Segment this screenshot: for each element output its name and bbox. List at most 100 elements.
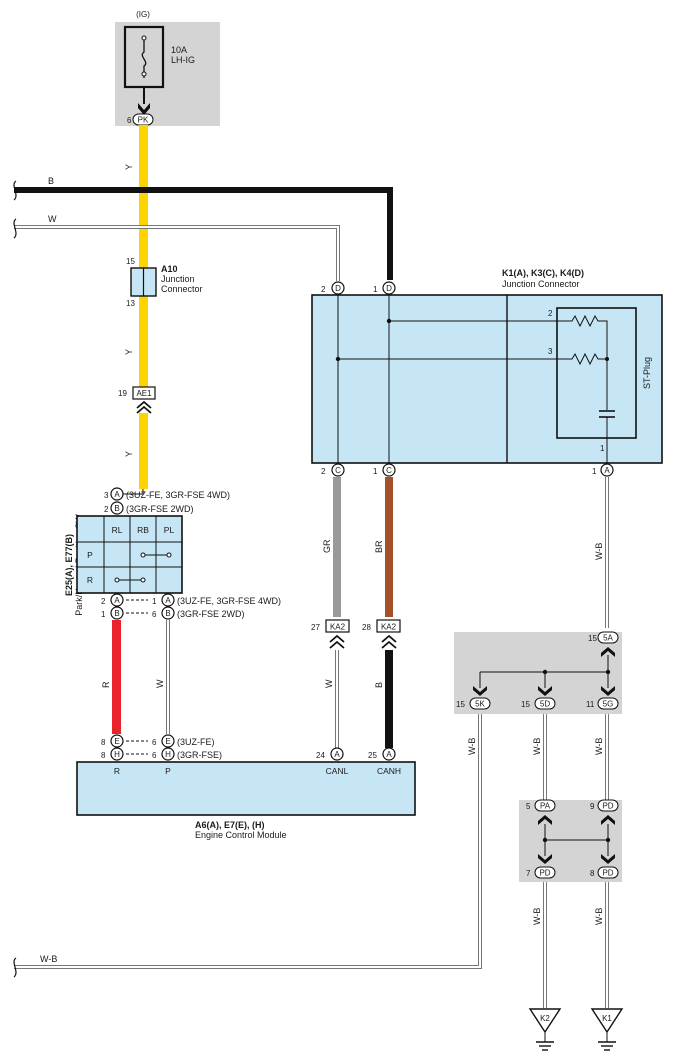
- ka2-left-label: KA2: [330, 623, 346, 632]
- wire-labels: Y Y Y B W GR BR W-B R W W B W-B W-B W-B …: [40, 164, 604, 964]
- park-sw-header-1: RB: [137, 525, 149, 535]
- ground-k1-label: K1: [602, 1014, 612, 1023]
- jb1-arrow-5g-icon: [601, 686, 615, 696]
- ecm-label-p: P: [165, 766, 171, 776]
- park-sw-row-1: R: [87, 575, 93, 585]
- a10-pin-top: 15: [126, 257, 135, 266]
- ecm-pin-6e: 6: [152, 738, 157, 747]
- wire-label-yellow-low: Y: [124, 451, 134, 457]
- ae1-connector: 19 AE1: [118, 386, 156, 414]
- park-sw-contact-p-b: [166, 552, 172, 558]
- ka2-left-box: [325, 619, 350, 633]
- ecm-conn-h-left-label: H: [114, 750, 120, 759]
- k-module-subtitle: Junction Connector: [502, 279, 580, 289]
- wire-label-wb-bottom: W-B: [40, 954, 57, 964]
- jb2-conn-pd7-label: PD: [539, 869, 550, 878]
- wire-label-wb-5g: W-B: [594, 738, 604, 755]
- ecm-pin-8e-left: 8: [101, 738, 106, 747]
- junction-block-1: 15 5A 15 5K 15 5D 11 5G: [454, 631, 622, 714]
- ecm-conn-e-label: E: [165, 737, 170, 746]
- ecm-pin-24: 24: [316, 751, 325, 760]
- jb1-conn-5a: [597, 631, 619, 644]
- park-sw-bot-pin-a: 2: [101, 597, 106, 606]
- fuse-connector-label: PK: [138, 116, 149, 125]
- park-sw-bot-pin-a2: 1: [152, 597, 157, 606]
- ecm-conn-24: [330, 747, 344, 761]
- wire-label-wb-5d: W-B: [532, 738, 542, 755]
- jb2-arrow-pd-top-icon: [601, 815, 615, 825]
- engine-control-module: 8 E 6 E (3UZ-FE) 8 H 6 H (3GR-FSE) 24 A …: [76, 734, 416, 840]
- st-plug-pin1: 1: [600, 444, 605, 453]
- park-sw-bot-conn-b: [110, 606, 124, 620]
- st-plug-label: ST-Plug: [642, 357, 652, 389]
- jb1-pin-15-5d: 15: [521, 700, 530, 709]
- ecm-conn-24-label: A: [334, 750, 340, 759]
- wires: [13, 125, 609, 1008]
- ecm-note-h: (3GR-FSE): [177, 750, 222, 760]
- yellow-wire-low: [139, 413, 148, 489]
- k-conn-a1-label: A: [604, 466, 610, 475]
- jb1-conn-5g-label: 5G: [603, 700, 614, 709]
- jb1-arrow-5k-icon: [473, 686, 487, 696]
- ka2-left-pin: 27: [311, 623, 320, 632]
- park-sw-bot-note-a: (3UZ-FE, 3GR-FSE 4WD): [177, 596, 281, 606]
- jb1-conn-5g: [597, 697, 619, 710]
- ecm-pin-25: 25: [368, 751, 377, 760]
- park-sw-bot-pin-b2: 6: [152, 610, 157, 619]
- jb1-conn-5d: [534, 697, 556, 710]
- plug-dot: [605, 357, 609, 361]
- k-conn-d1-label: D: [386, 284, 392, 293]
- jb2-arrow-pa-icon: [538, 815, 552, 825]
- park-sw-bot-conn-a2: [161, 593, 175, 607]
- park-sw-top-pin2: 2: [104, 505, 109, 514]
- wb-bottom-wire: [14, 712, 481, 968]
- fuse-terminal-bottom: [141, 71, 147, 77]
- fuse-arrow-icon: [138, 103, 150, 115]
- gr-wire: [333, 477, 341, 617]
- ae1-box: [132, 386, 156, 400]
- ecm-conn-e-left: [110, 734, 124, 748]
- jb2-conn-pd8: [597, 866, 619, 879]
- park-sw-header-2: PL: [164, 525, 175, 535]
- a10-line2: Connector: [161, 284, 203, 294]
- jb2-pin-9: 9: [590, 802, 595, 811]
- park-sw-contact-r-b: [140, 577, 146, 583]
- b-wire-break-icon: [13, 180, 17, 201]
- park-sw-bot-conn-a-label: A: [114, 596, 120, 605]
- k-conn-c2-label: C: [335, 466, 341, 475]
- ka2-right-pin: 28: [362, 623, 371, 632]
- a10-id: A10: [161, 264, 178, 274]
- ka2-left-chevron-icon: [329, 634, 345, 649]
- ecm-conn-e-left-label: E: [114, 737, 119, 746]
- jb1-arrow-5d-icon: [538, 686, 552, 696]
- jb2-dot-right: [605, 837, 611, 843]
- k-conn-d2-label: D: [335, 284, 341, 293]
- ka2-connectors: 27 KA2 28 KA2: [311, 619, 401, 649]
- ka2-right-box: [376, 619, 401, 633]
- wire-label-b-canh: B: [374, 682, 384, 688]
- k-junction-dot-1: [386, 318, 392, 324]
- park-sw-row-0: P: [87, 550, 93, 560]
- ecm-conn-h: [161, 747, 175, 761]
- jb2-pin-8: 8: [590, 869, 595, 878]
- ecm-label-canl: CANL: [326, 766, 349, 776]
- wb-wire-break-icon: [13, 957, 17, 978]
- a10-line1: Junction: [161, 274, 195, 284]
- ecm-conn-h-label: H: [165, 750, 171, 759]
- jb2-arrow-pd8-icon: [601, 854, 615, 864]
- k-pin-a1: 1: [592, 467, 597, 476]
- ecm-label-r: R: [114, 766, 120, 776]
- jb1-conn-5a-label: 5A: [603, 634, 613, 643]
- jb1-pin-15-5k: 15: [456, 700, 465, 709]
- ecm-conn-e: [161, 734, 175, 748]
- wire-label-w-p: W: [155, 679, 165, 688]
- k-module-box: [311, 294, 663, 464]
- park-sw-bot-note-b: (3GR-FSE 2WD): [177, 609, 245, 619]
- w-wire-break-icon: [13, 218, 17, 239]
- a10-junction-connector: 15 13 A10 Junction Connector: [126, 257, 203, 308]
- jb2-conn-pd-top: [597, 799, 619, 812]
- st-plug-pin3: 3: [548, 347, 553, 356]
- jb2-dot-left: [542, 837, 548, 843]
- ground-k2-label: K2: [540, 1014, 550, 1023]
